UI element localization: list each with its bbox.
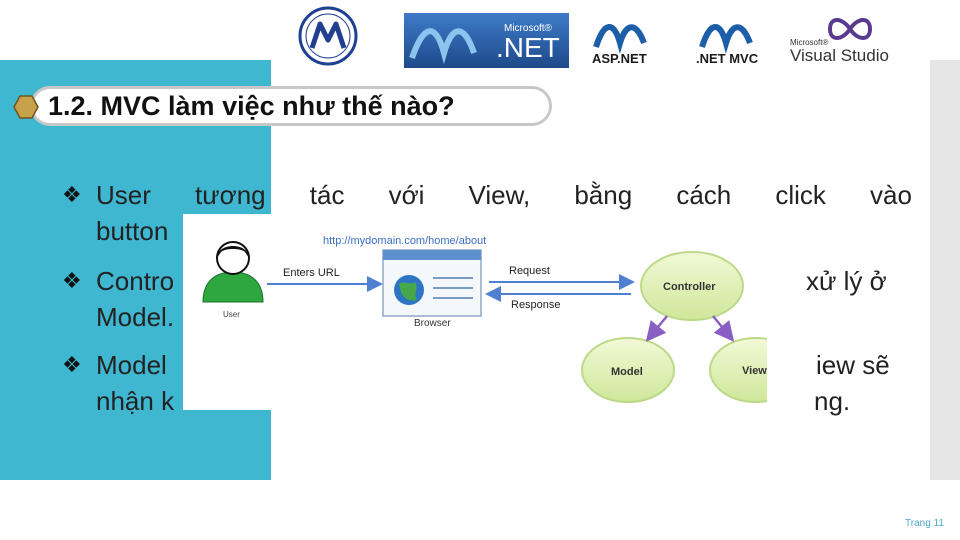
aspnet-logo: ASP.NET <box>590 15 660 67</box>
bullet-2-line-1-left: Contro <box>96 266 175 296</box>
user-icon <box>202 241 264 303</box>
word: cách <box>676 180 732 210</box>
vs-maker-text: Microsoft® <box>790 38 828 47</box>
vs-text: Visual Studio <box>790 46 889 65</box>
word: click <box>775 180 826 210</box>
word: User <box>96 180 151 210</box>
bullet-1-line-1: User tương tác với View, bằng cách click… <box>96 178 912 212</box>
controller-node <box>640 251 744 321</box>
word: View, <box>468 180 531 210</box>
word: vào <box>870 180 912 210</box>
bullet-1-line-2: button <box>96 216 169 246</box>
enters-url-label: Enters URL <box>283 267 340 279</box>
bullet-3-line-1-left: Model <box>96 350 167 380</box>
response-label: Response <box>511 299 561 311</box>
word: với <box>388 180 425 210</box>
browser-label: Browser <box>414 318 451 329</box>
mvc-diagram: User http://mydomain.com/home/about Ente… <box>183 214 803 410</box>
slide-title: 1.2. MVC làm việc như thế nào? <box>48 91 455 121</box>
view-label: View <box>742 365 767 377</box>
model-label: Model <box>611 366 643 378</box>
hexagon-bullet-icon <box>13 94 39 125</box>
netmvc-text: .NET MVC <box>696 51 759 66</box>
bullet-3-line-2-left: nhận k <box>96 386 175 416</box>
bullet-3-line-1-right: iew sẽ <box>816 350 890 380</box>
netmvc-logo: .NET MVC <box>692 15 768 67</box>
title-pill <box>30 86 552 126</box>
gray-side-strip <box>930 60 960 480</box>
word: bằng <box>574 180 633 210</box>
user-label: User <box>223 310 240 319</box>
word: tương <box>195 180 266 210</box>
university-seal-icon <box>298 6 358 66</box>
diamond-bullet-icon: ❖ <box>62 268 82 293</box>
controller-to-view-arrow <box>712 315 735 342</box>
bullet-2-line-1-right: xử lý ở <box>806 266 887 296</box>
aspnet-text: ASP.NET <box>592 51 647 66</box>
dotnet-maker-text: Microsoft® <box>504 23 553 34</box>
controller-to-model-arrow <box>645 315 668 342</box>
controller-label: Controller <box>663 281 716 293</box>
bullet-3-line-2-right: ng. <box>814 386 851 416</box>
page-number: Trang 11 <box>905 518 944 529</box>
bullet-2-line-2: Model. <box>96 302 175 332</box>
dotnet-logo: Microsoft® .NET <box>404 13 569 68</box>
dotnet-text: .NET <box>496 32 560 63</box>
url-text: http://mydomain.com/home/about <box>323 235 486 247</box>
browser-window-icon <box>382 249 482 317</box>
word: tác <box>309 180 345 210</box>
visual-studio-logo: Microsoft® Visual Studio <box>788 15 903 67</box>
model-node <box>581 337 675 403</box>
request-label: Request <box>509 265 550 277</box>
diamond-bullet-icon: ❖ <box>62 352 82 377</box>
diamond-bullet-icon: ❖ <box>62 182 82 207</box>
